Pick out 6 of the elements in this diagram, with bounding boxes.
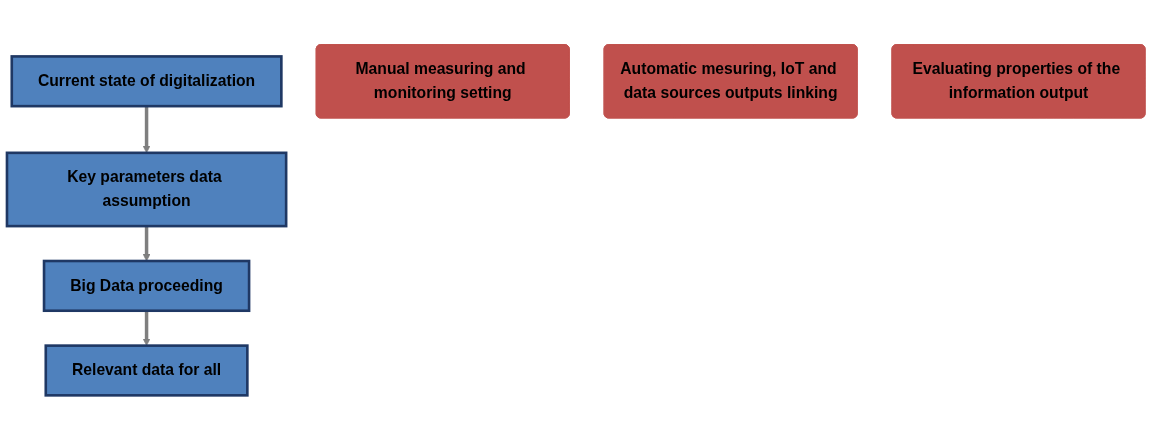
arrow [142, 310, 151, 346]
node-box: Key parameters data assumption [5, 151, 288, 228]
node-box: Current state of digitalization [10, 55, 283, 108]
node-box: Big Data proceeding [42, 259, 251, 313]
arrow [142, 226, 151, 262]
node-box: Relevant data for all [44, 344, 249, 397]
